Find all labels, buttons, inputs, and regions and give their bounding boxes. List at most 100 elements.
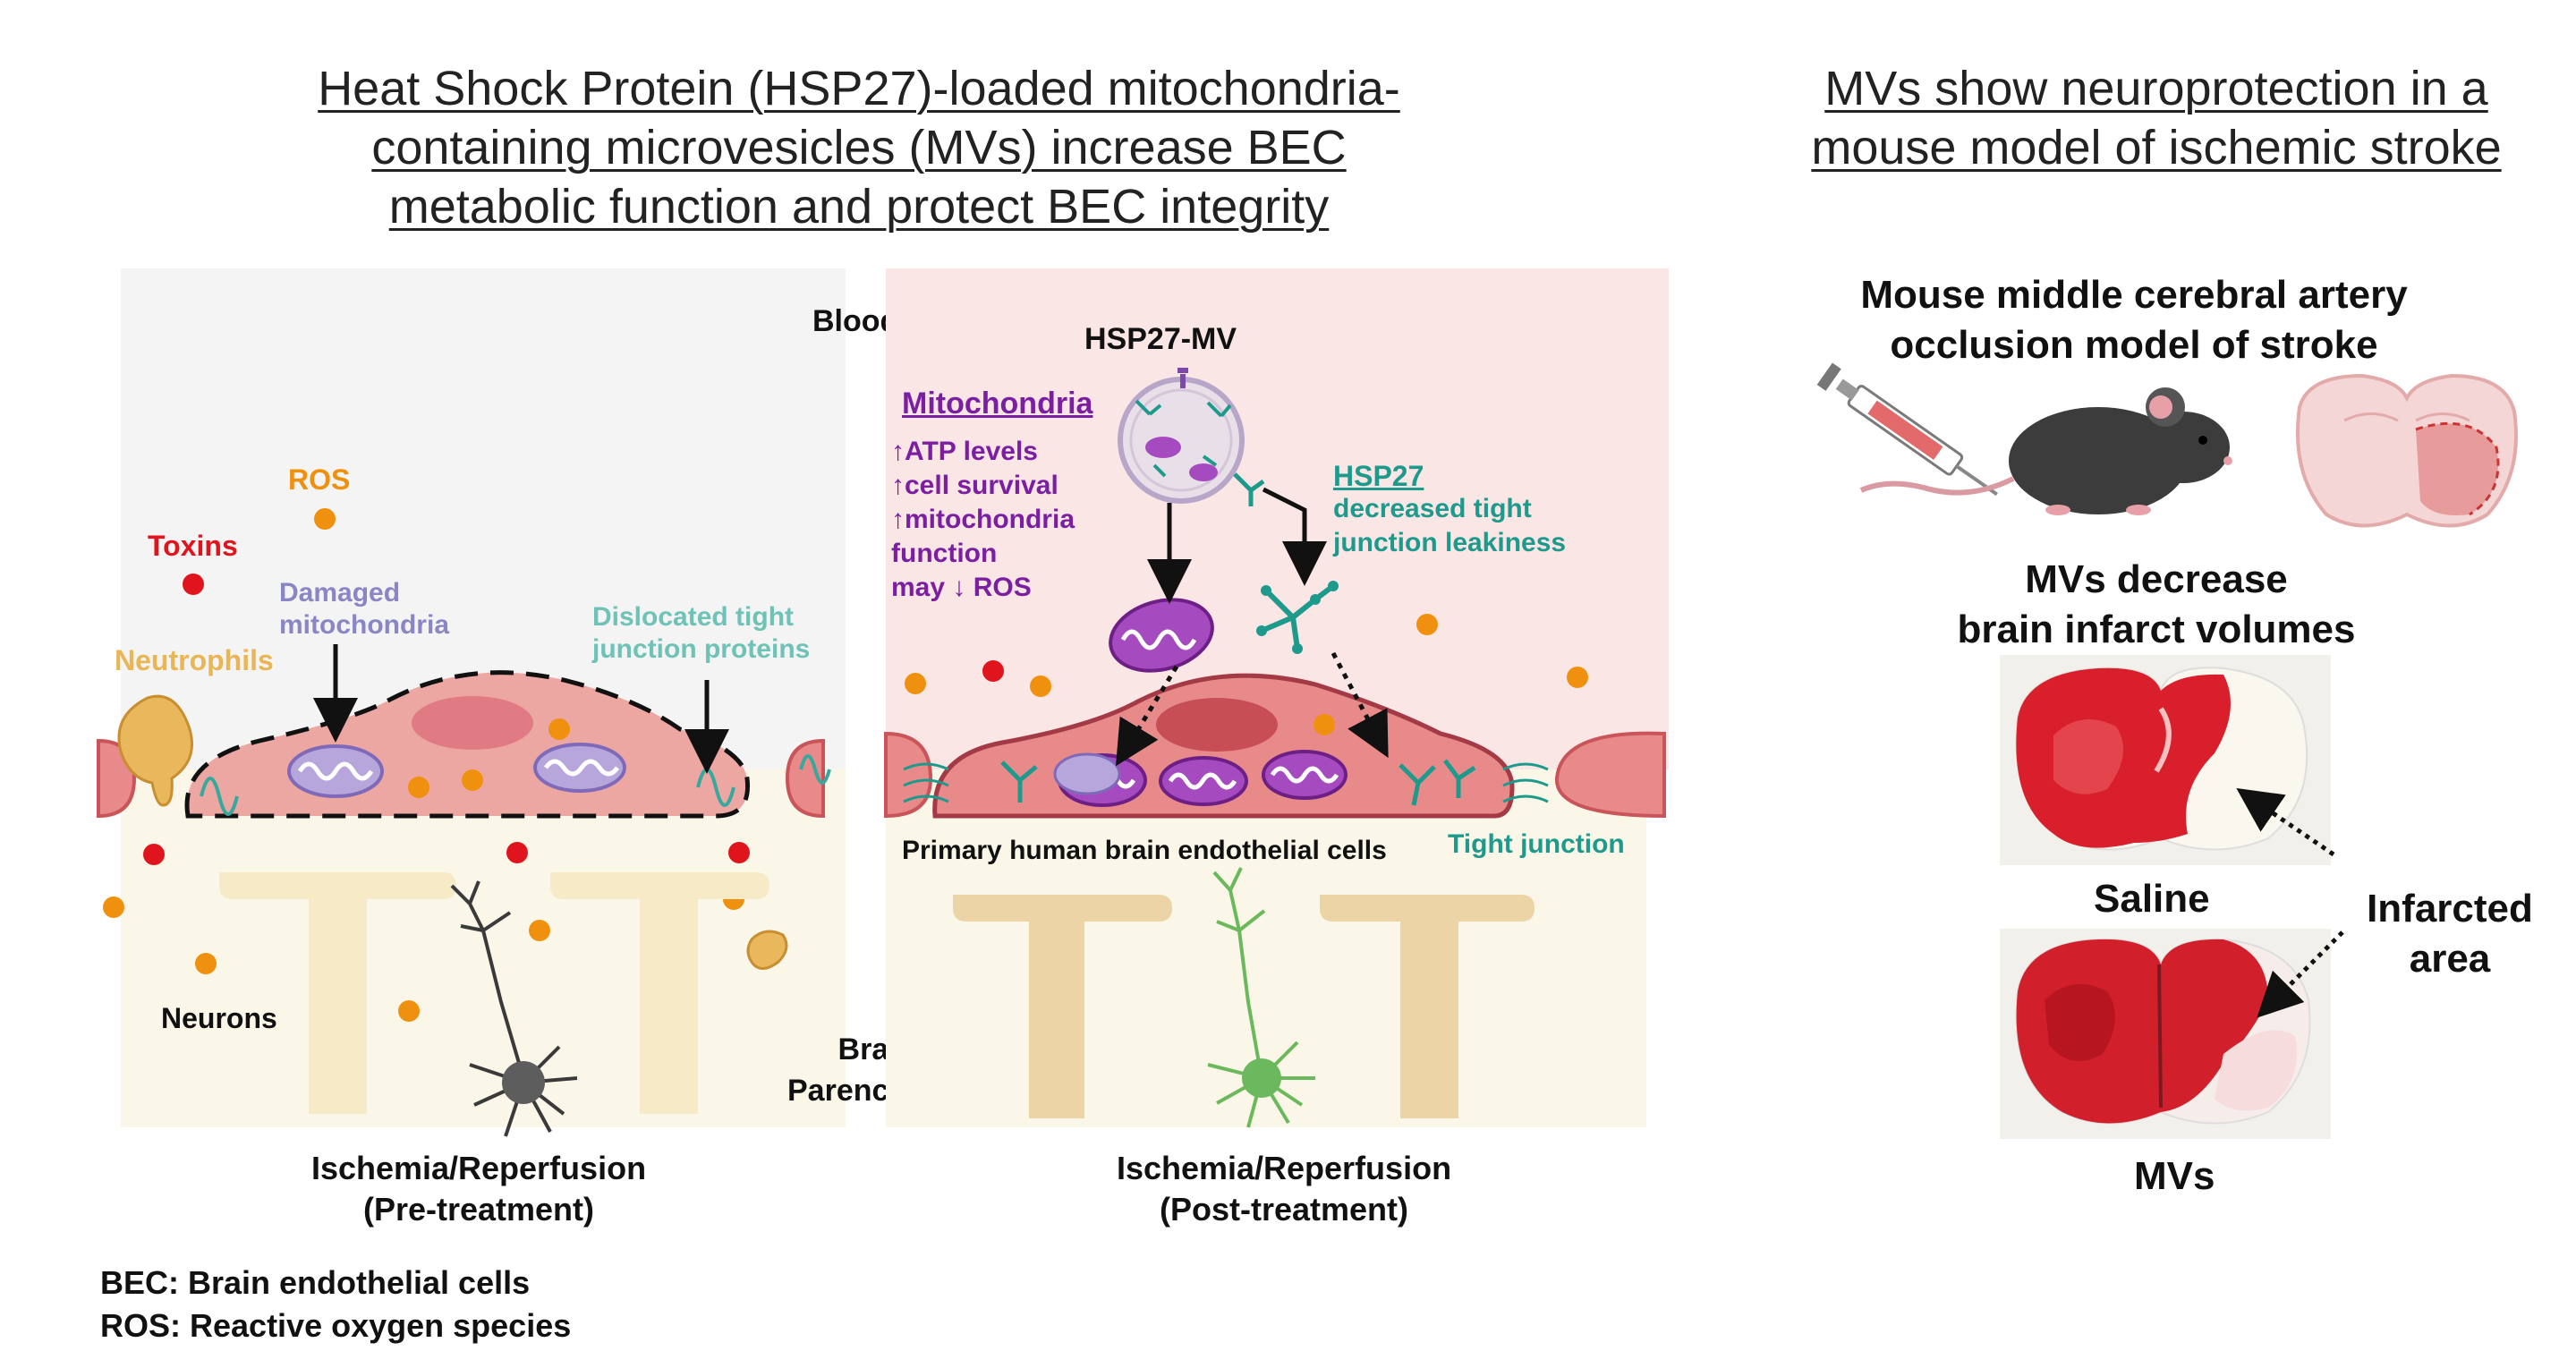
pre-neuron-soma [502, 1061, 545, 1104]
pre-toxin-dot [506, 842, 528, 863]
pre-neutrophil-2 [746, 930, 788, 970]
post-caption: Ischemia/Reperfusion (Post-treatment) [1074, 1148, 1494, 1230]
neurons-label: Neurons [161, 1002, 277, 1034]
arrow-mito-to-cell [1115, 665, 1179, 767]
left-title-line-2: containing microvesicles (MVs) increase … [371, 121, 1347, 174]
post-ros-dot [1314, 714, 1335, 735]
hsp27-benefits: decreased tight junction leakiness [1333, 492, 1566, 560]
pre-ros-dot [398, 1000, 420, 1022]
pre-astrocyte-right [550, 872, 769, 1114]
syringe-icon [1816, 362, 1998, 497]
post-ros-dot [905, 673, 926, 694]
saline-label: Saline [2094, 877, 2210, 921]
infarct-arrow-saline [2236, 787, 2335, 857]
damaged-mito-line-2: mitochondria [279, 610, 450, 640]
post-neighbour-cell-left [884, 731, 933, 819]
pre-neighbour-cell-right [785, 738, 825, 819]
model-line-1: Mouse middle cerebral artery [1860, 273, 2408, 317]
mv-hsp27-outside [1233, 472, 1265, 506]
pre-nucleus [412, 696, 533, 750]
pre-caption: Ischemia/Reperfusion (Pre-treatment) [268, 1148, 689, 1230]
post-neuron [1207, 867, 1315, 1128]
infarcted-line-1: Infarcted [2367, 887, 2533, 930]
abbreviation-legend: BEC: Brain endothelial cells ROS: Reacti… [100, 1262, 571, 1347]
toxins-label: Toxins [148, 530, 238, 562]
legend-bec: BEC: Brain endothelial cells [100, 1264, 531, 1301]
pre-neutrophil [117, 694, 193, 807]
pre-ros-dot [462, 769, 483, 791]
pre-caption-line-1: Ischemia/Reperfusion [310, 1150, 647, 1186]
post-neuron-soma [1242, 1058, 1281, 1098]
microvesicle-receptor [1177, 368, 1188, 388]
post-tight-junction-right [1502, 762, 1549, 803]
mvs-decrease-heading: MVs decrease brain infarct volumes [1834, 555, 2478, 655]
damaged-mitochondria-label: Damaged mitochondria [279, 577, 449, 642]
saline-brain-photo [2000, 655, 2331, 865]
post-tight-junction-left [903, 762, 949, 803]
endothelial-label: Primary human brain endothelial cells [902, 836, 1387, 865]
pre-ros-dot [548, 718, 570, 740]
stroke-model-heading: Mouse middle cerebral artery occlusion m… [1790, 270, 2478, 370]
post-caption-line-1: Ischemia/Reperfusion [1116, 1150, 1452, 1186]
pre-ros-dot [529, 920, 550, 941]
left-title-line-1: Heat Shock Protein (HSP27)-loaded mitoch… [318, 62, 1400, 115]
hsp27-heading: HSP27 [1333, 460, 1424, 492]
post-neighbour-cell-right [1554, 731, 1666, 819]
infarcted-line-2: area [2409, 937, 2491, 981]
released-hsp27 [1260, 583, 1335, 650]
post-damaged-mitochondria [1053, 752, 1121, 795]
post-ros-dot [1030, 676, 1051, 697]
pre-dislocated-junction-1 [200, 777, 239, 816]
post-mitochondria-3 [1262, 750, 1348, 800]
decrease-line-2: brain infarct volumes [1957, 608, 2356, 651]
pre-astrocyte-left [219, 872, 456, 1114]
neutrophils-label: Neutrophils [115, 644, 274, 676]
mitochondria-heading: Mitochondria [902, 387, 1093, 421]
tight-junction-label: Tight junction [1448, 829, 1625, 859]
mitochondria-benefits: ↑ATP levels ↑cell survival ↑mitochondria… [891, 435, 1075, 605]
pre-toxin-dot [728, 842, 750, 863]
pre-toxin-dot [183, 574, 204, 595]
hsp27-benefit-1: decreased tight [1333, 494, 1532, 523]
mvs-brain-photo [2000, 929, 2331, 1139]
blood-label: Blood [812, 304, 899, 338]
ros-label: ROS [288, 463, 351, 496]
microvesicle-mitochondria [1145, 437, 1181, 458]
post-ros-dot [1567, 667, 1588, 688]
legend-ros: ROS: Reactive oxygen species [100, 1307, 572, 1344]
post-nucleus [1156, 698, 1278, 752]
damaged-mito-line-1: Damaged [279, 578, 401, 608]
post-astrocyte-right [1320, 895, 1535, 1118]
post-hsp27-cluster [1000, 759, 1476, 806]
brain-section-icon [2296, 373, 2518, 528]
pre-neuron [450, 880, 578, 1137]
hsp27-benefit-2: junction leakiness [1333, 528, 1567, 557]
right-title-line-2: mouse model of ischemic stroke [1811, 121, 2502, 174]
pre-toxin-dot [143, 844, 165, 865]
pre-ros-dot [408, 777, 429, 798]
pre-ros-dot [103, 896, 124, 918]
model-line-2: occlusion model of stroke [1890, 323, 2378, 367]
pre-ros-dot [314, 508, 336, 530]
post-mitochondria-2 [1159, 756, 1248, 806]
mito-benefit-4: function [891, 539, 998, 568]
mvs-label: MVs [2134, 1154, 2215, 1198]
left-title: Heat Shock Protein (HSP27)-loaded mitoch… [134, 59, 1584, 236]
mouse-icon [1859, 387, 2232, 515]
post-toxin-dot [982, 660, 1004, 682]
pre-ros-dot [195, 953, 217, 974]
left-title-line-3: metabolic function and protect BEC integ… [388, 180, 1330, 234]
microvesicle-mitochondria [1189, 463, 1218, 481]
arrow-hsp27-to-cell [1331, 651, 1389, 759]
post-caption-line-2: (Post-treatment) [1159, 1191, 1408, 1228]
post-astrocyte-left [953, 895, 1172, 1118]
mito-benefit-1: ↑ATP levels [891, 437, 1038, 466]
pre-caption-line-2: (Pre-treatment) [362, 1191, 595, 1228]
right-title: MVs show neuroprotection in a mouse mode… [1754, 59, 2559, 177]
decrease-line-1: MVs decrease [2025, 557, 2288, 601]
dislocated-line-1: Dislocated tight [592, 602, 795, 632]
